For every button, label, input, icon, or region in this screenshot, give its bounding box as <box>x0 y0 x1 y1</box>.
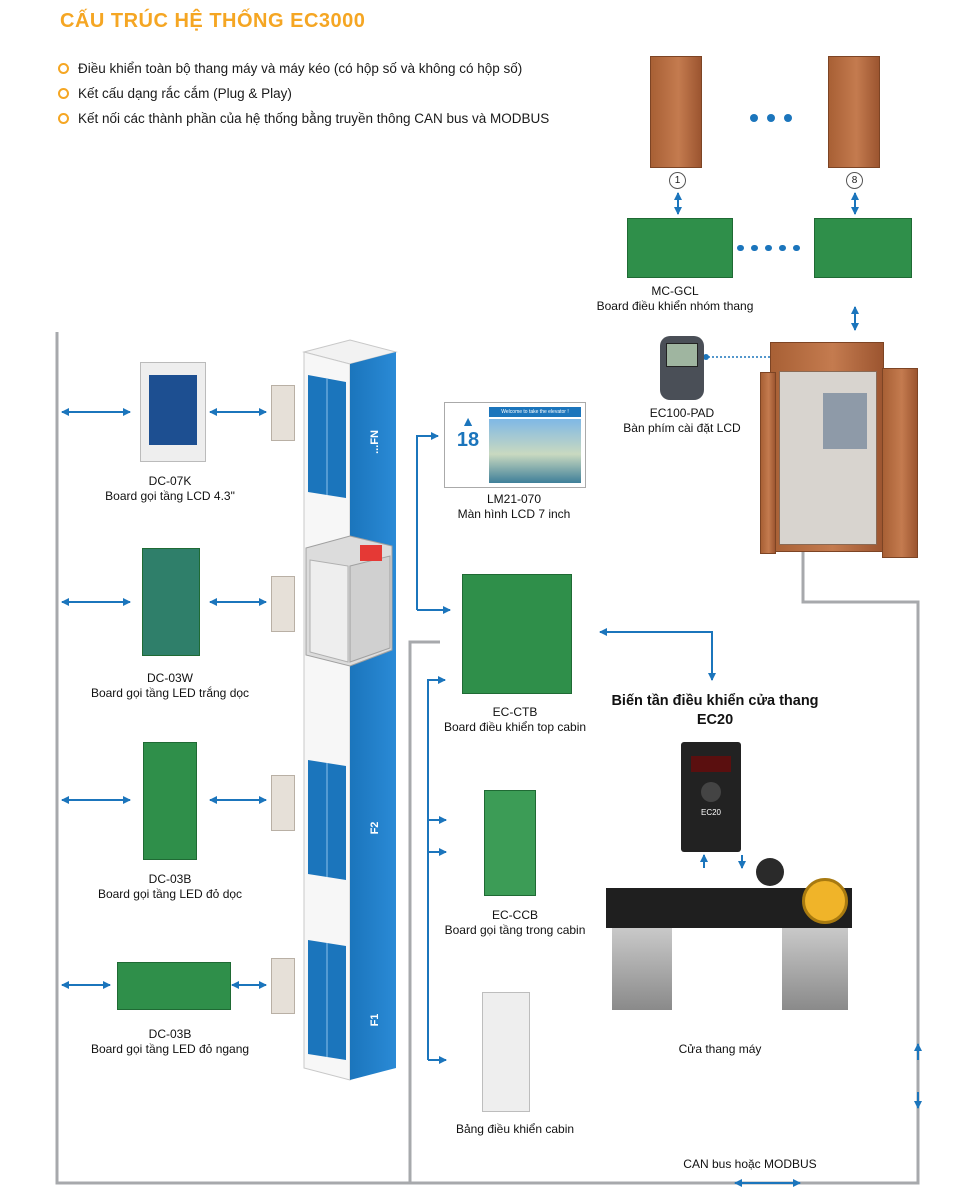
dc-07k-board <box>140 362 206 462</box>
feature-item: Điều khiển toàn bộ thang máy và máy kéo … <box>58 56 549 81</box>
dc-03b-horizontal-board <box>117 962 231 1010</box>
ec20-inverter: EC20 <box>681 742 741 852</box>
ec100-pad-label: EC100-PAD Bàn phím cài đặt LCD <box>623 406 741 435</box>
dc-03b-horizontal-label: DC-03B Board gọi tầng LED đỏ ngang <box>90 1027 250 1056</box>
lcd-banner: Welcome to take the elevator ! <box>489 407 581 417</box>
hall-arrows <box>61 408 267 989</box>
feature-list: Điều khiển toàn bộ thang máy và máy kéo … <box>58 56 549 131</box>
hall-call-button-box <box>271 576 295 632</box>
mc-gcl-label: MC-GCL Board điều khiển nhóm thang <box>596 284 754 313</box>
floor-label-f1: F1 <box>369 1013 381 1027</box>
lcd-floor-number: 18 <box>456 429 480 451</box>
bus-label: CAN bus hoặc MODBUS <box>683 1157 817 1171</box>
door-panel-right <box>782 928 848 1010</box>
ec-ccb-label: EC-CCB Board gọi tầng trong cabin <box>444 908 586 937</box>
page-title: CẤU TRÚC HỆ THỐNG EC3000 <box>60 10 366 32</box>
center-arrows <box>416 192 922 1187</box>
door-label: Cửa thang máy <box>678 1042 762 1056</box>
dc-03w-label: DC-03W Board gọi tầng LED trắng dọc <box>90 671 250 700</box>
feature-item: Kết cấu dạng rắc cắm (Plug & Play) <box>58 81 549 106</box>
bullet-icon <box>58 113 69 124</box>
cabin-control-panel <box>482 992 530 1112</box>
cabin-panel-label: Bảng điều khiển cabin <box>455 1122 575 1136</box>
floor-label-fn: ...FN <box>369 430 381 454</box>
dc-03b-vertical-label: DC-03B Board gọi tầng LED đỏ dọc <box>97 872 243 901</box>
door-motor <box>756 858 784 886</box>
mc-gcl-board <box>627 218 733 278</box>
door-drive-title: Biến tần điều khiển cửa thang EC20 <box>611 693 819 728</box>
dc-07k-label: DC-07K Board gọi tầng LCD 4.3" <box>105 474 235 503</box>
cabinet-number-badge: 1 <box>669 172 686 189</box>
main-control-cabinet <box>770 342 884 552</box>
dc-03w-board <box>142 548 200 656</box>
cabinet-number-badge: 8 <box>846 172 863 189</box>
group-cabinet-last <box>828 56 880 168</box>
cabinet-door <box>760 372 776 554</box>
lm21-070-label: LM21-070 Màn hình LCD 7 inch <box>457 492 571 521</box>
floor-label-f2: F2 <box>369 821 381 835</box>
elevator-shaft <box>302 339 398 1081</box>
group-cabinet-first <box>650 56 702 168</box>
door-panel-left <box>612 928 672 1010</box>
feature-item: Kết nối các thành phần của hệ thống bằng… <box>58 106 549 131</box>
cabinet-door <box>882 368 918 558</box>
mc-gcl-board <box>814 218 912 278</box>
cabinet-ellipsis <box>750 114 792 122</box>
lm21-070-display: ▲ 18 Welcome to take the elevator ! <box>444 402 586 488</box>
ec-ccb-board <box>484 790 536 896</box>
bus-wires <box>55 332 920 1185</box>
inverter-label: EC20 <box>700 808 721 817</box>
hall-call-button-box <box>271 775 295 831</box>
ec-ctb-label: EC-CTB Board điều khiển top cabin <box>443 705 587 734</box>
hall-call-button-box <box>271 958 295 1014</box>
ec100-pad-device <box>660 336 704 400</box>
bullet-icon <box>58 63 69 74</box>
bullet-icon <box>58 88 69 99</box>
hall-call-button-box <box>271 385 295 441</box>
dc-03b-vertical-board <box>143 742 197 860</box>
door-pulley <box>802 878 848 924</box>
ec-ctb-board <box>462 574 572 694</box>
